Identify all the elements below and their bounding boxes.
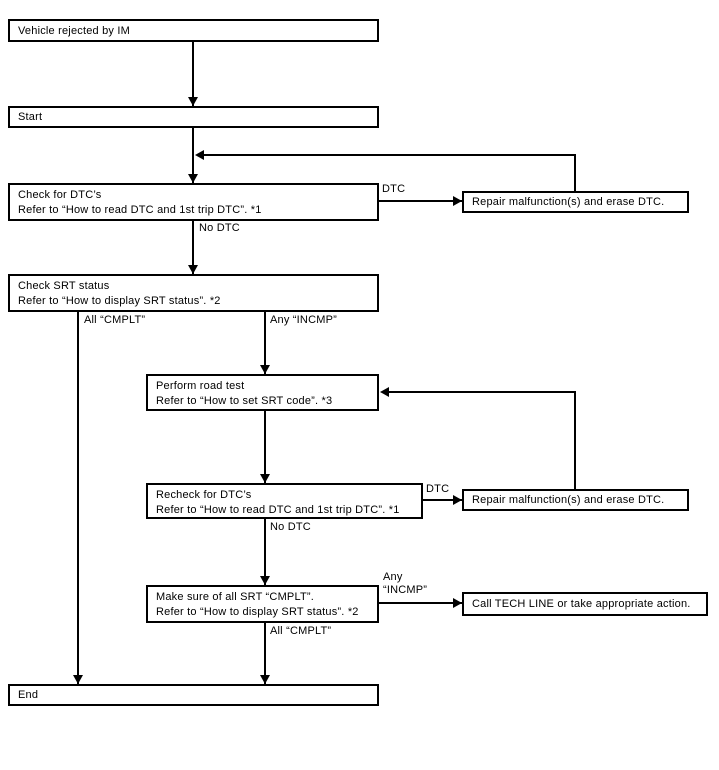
connector-nodtc-to-check-srt [192,221,194,274]
arrowhead-into-check-dtc [188,174,198,183]
edge-label-no-dtc-2: No DTC [270,521,311,533]
arrowhead-feedback1-merge [195,150,204,160]
arrowhead-into-end-left [73,675,83,684]
arrowhead-into-repair2 [453,495,462,505]
connector-repair2-feedback-vertical [574,391,576,489]
flow-box-start: Start [8,106,379,128]
flow-box-check-srt-line1: Check SRT status [18,280,110,292]
arrowhead-into-check-srt [188,265,198,274]
flow-box-road-test-line1: Perform road test [156,380,245,392]
edge-label-dtc-1: DTC [382,183,406,195]
arrowhead-into-repair1 [453,196,462,206]
flow-box-recheck-dtc: Recheck for DTC’s Refer to “How to read … [146,483,423,519]
flow-box-tech-line-text: Call TECH LINE or take appropriate actio… [472,598,691,610]
flow-box-check-dtc: Check for DTC’s Refer to “How to read DT… [8,183,379,221]
connector-all-cmplt-to-end-right [264,623,266,684]
connector-start-to-check-dtc [192,128,194,183]
connector-dtc2-to-repair2 [423,499,462,501]
flow-box-check-srt-line2: Refer to “How to display SRT status”. *2 [18,295,221,307]
edge-label-all-cmplt-2: All “CMPLT” [270,625,332,637]
edge-label-incmp-2: “INCMP” [383,584,428,596]
flow-box-end: End [8,684,379,706]
edge-label-all-cmplt-1: All “CMPLT” [84,314,146,326]
flow-box-recheck-dtc-line2: Refer to “How to read DTC and 1st trip D… [156,504,400,516]
connector-vehicle-to-start [192,42,194,106]
connector-dtc1-to-repair1 [379,200,462,202]
arrowhead-feedback2-into-road-test [380,387,389,397]
flow-box-vehicle-rejected-text: Vehicle rejected by IM [18,24,131,37]
connector-repair1-feedback-vertical [574,154,576,191]
arrowhead-into-make-sure [260,576,270,585]
flow-box-make-sure-line1: Make sure of all SRT “CMPLT”. [156,591,315,603]
flow-box-road-test: Perform road test Refer to “How to set S… [146,374,379,411]
flow-box-check-dtc-line2: Refer to “How to read DTC and 1st trip D… [18,204,262,216]
flow-box-recheck-dtc-line1: Recheck for DTC’s [156,489,252,501]
arrowhead-into-road-test [260,365,270,374]
flow-box-repair-2-text: Repair malfunction(s) and erase DTC. [472,494,665,506]
flow-box-make-sure-line2: Refer to “How to display SRT status”. *2 [156,606,359,618]
arrowhead-into-tech-line [453,598,462,608]
flow-box-end-text: End [18,689,39,701]
flow-box-repair-2: Repair malfunction(s) and erase DTC. [462,489,689,511]
connector-any-incmp-to-road-test [264,312,266,374]
connector-nodtc-to-make-sure [264,519,266,585]
arrowhead-into-start [188,97,198,106]
flow-box-repair-1: Repair malfunction(s) and erase DTC. [462,191,689,213]
connector-road-test-to-recheck [264,411,266,483]
flow-box-repair-1-text: Repair malfunction(s) and erase DTC. [472,196,665,208]
flow-box-check-srt: Check SRT status Refer to “How to displa… [8,274,379,312]
edge-label-any-2: Any [383,571,403,583]
flow-box-vehicle-rejected: Vehicle rejected by IM [8,19,379,42]
edge-label-no-dtc-1: No DTC [199,222,240,234]
flow-box-start-text: Start [18,111,43,123]
edge-label-dtc-2: DTC [426,483,450,495]
flow-box-make-sure: Make sure of all SRT “CMPLT”. Refer to “… [146,585,379,623]
connector-repair2-feedback-horizontal [385,391,576,393]
arrowhead-into-end-right [260,675,270,684]
arrowhead-into-recheck [260,474,270,483]
flow-box-road-test-line2: Refer to “How to set SRT code”. *3 [156,395,333,407]
edge-label-any-incmp-1: Any “INCMP” [270,314,337,326]
flow-box-tech-line: Call TECH LINE or take appropriate actio… [462,592,708,616]
connector-all-cmplt-to-end [77,312,79,684]
connector-repair1-feedback-horizontal [200,154,576,156]
flow-box-check-dtc-line1: Check for DTC’s [18,189,102,201]
connector-incmp-to-tech-line [379,602,462,604]
